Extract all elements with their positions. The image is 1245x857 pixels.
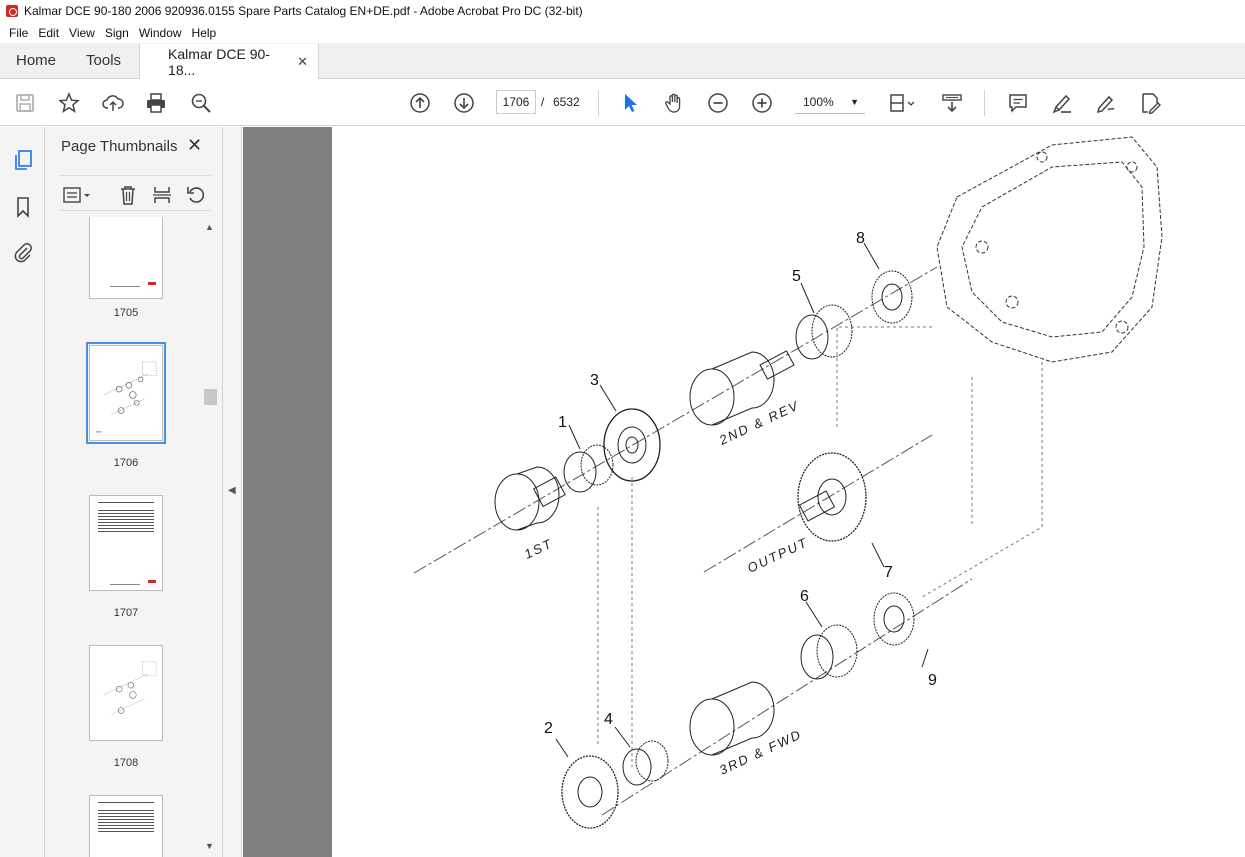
callout-7: 7	[884, 564, 893, 581]
document-viewport: 1 2 3 4 5 6 7 8 9 1ST 2ND & REV OUTPUT 3…	[243, 127, 1245, 857]
thumbnail-list: 1705 1706 1707	[45, 217, 205, 857]
panel-collapse-handle[interactable]: ◀	[223, 127, 242, 857]
zoom-value: 100%	[803, 94, 834, 109]
tab-bar: Home Tools Kalmar DCE 90-18... ✕	[0, 43, 1245, 79]
zoom-out-icon[interactable]	[706, 91, 730, 115]
menu-bar: File Edit View Sign Window Help	[0, 22, 1245, 43]
chevron-down-icon: ▼	[850, 96, 859, 107]
thumbnail-page-selected[interactable]	[86, 342, 166, 444]
exploded-gear-drawing: 1 2 3 4 5 6 7 8 9 1ST 2ND & REV OUTPUT 3…	[413, 136, 1163, 829]
label-2nd-rev: 2ND & REV	[716, 398, 802, 449]
next-page-icon[interactable]	[452, 91, 476, 115]
callout-4: 4	[604, 711, 613, 728]
bookmark-icon[interactable]	[11, 195, 35, 219]
print-icon[interactable]	[144, 91, 168, 115]
scrollbar-thumb[interactable]	[204, 389, 217, 405]
edit-pdf-icon[interactable]	[1138, 91, 1162, 115]
chevron-left-icon[interactable]: ◀	[228, 485, 236, 496]
thumbnail-page[interactable]	[89, 795, 163, 857]
left-navigation-rail	[0, 127, 45, 857]
acrobat-icon	[6, 5, 18, 17]
callout-5: 5	[792, 268, 801, 285]
thumbnail-label: 1705	[113, 307, 139, 319]
callout-3: 3	[590, 372, 599, 389]
menu-sign[interactable]: Sign	[104, 25, 129, 40]
tab-close-icon[interactable]: ✕	[297, 53, 309, 69]
delete-page-icon[interactable]	[117, 184, 139, 206]
scroll-mode-icon[interactable]	[940, 91, 964, 115]
label-3rd-fwd: 3RD & FWD	[717, 726, 804, 777]
attachment-icon[interactable]	[11, 240, 35, 264]
highlight-pen-icon[interactable]	[1050, 91, 1074, 115]
tab-tools[interactable]: Tools	[86, 52, 122, 69]
menu-file[interactable]: File	[9, 25, 29, 40]
menu-edit[interactable]: Edit	[38, 25, 60, 40]
menu-view[interactable]: View	[69, 25, 95, 40]
extract-pages-icon[interactable]	[151, 184, 173, 206]
thumbnail-label: 1708	[113, 757, 139, 769]
panel-title: Page Thumbnails	[61, 138, 178, 155]
save-icon[interactable]	[13, 91, 37, 115]
label-1st: 1ST	[522, 536, 555, 562]
rotate-page-icon[interactable]	[185, 184, 207, 206]
tab-home[interactable]: Home	[16, 52, 57, 69]
pdf-page: 1 2 3 4 5 6 7 8 9 1ST 2ND & REV OUTPUT 3…	[332, 127, 1245, 857]
thumbnail-label: 1706	[113, 457, 139, 469]
thumbnail-label: 1707	[113, 607, 139, 619]
panel-toolbar	[59, 175, 211, 211]
scroll-down-icon[interactable]: ▼	[205, 841, 214, 851]
tab-document[interactable]: Kalmar DCE 90-18... ✕	[139, 44, 320, 79]
page-number-input[interactable]: 1706	[496, 90, 536, 114]
callout-2: 2	[544, 720, 553, 737]
thumbnail-page[interactable]	[89, 495, 163, 591]
page-thumbnails-panel: Page Thumbnails ✕ 1705	[45, 127, 223, 857]
main-toolbar: 1706 / 6532 100% ▼	[0, 80, 1245, 126]
comment-icon[interactable]	[1006, 91, 1030, 115]
window-title: Kalmar DCE 90-180 2006 920936.0155 Spare…	[24, 4, 583, 18]
page-total: 6532	[553, 95, 580, 109]
toolbar-divider	[984, 90, 985, 116]
scroll-up-icon[interactable]: ▲	[205, 222, 214, 232]
callout-8: 8	[856, 230, 865, 247]
thumbnail-page[interactable]	[89, 217, 163, 299]
toolbar-divider	[598, 90, 599, 116]
page-thumbnails-icon[interactable]	[11, 148, 35, 172]
hand-tool-icon[interactable]	[662, 91, 686, 115]
page-separator: /	[541, 95, 545, 109]
select-cursor-icon[interactable]	[618, 91, 642, 115]
previous-page-icon[interactable]	[408, 91, 432, 115]
menu-help[interactable]: Help	[191, 25, 217, 40]
page-display-icon[interactable]	[887, 91, 921, 115]
callout-1: 1	[558, 414, 567, 431]
upload-cloud-icon[interactable]	[101, 91, 125, 115]
zoom-select[interactable]: 100% ▼	[795, 90, 865, 114]
sign-icon[interactable]	[1094, 91, 1118, 115]
thumbnail-options-icon[interactable]	[61, 184, 95, 206]
thumbnail-scrollbar[interactable]: ▲ ▼	[202, 217, 218, 857]
label-output: OUTPUT	[745, 534, 811, 575]
menu-window[interactable]: Window	[138, 25, 182, 40]
title-bar: Kalmar DCE 90-180 2006 920936.0155 Spare…	[0, 0, 1245, 22]
zoom-search-icon[interactable]	[189, 91, 213, 115]
callout-9: 9	[928, 672, 937, 689]
star-icon[interactable]	[57, 91, 81, 115]
thumbnail-page[interactable]	[89, 645, 163, 741]
callout-6: 6	[800, 588, 809, 605]
tab-document-label: Kalmar DCE 90-18...	[168, 45, 270, 78]
panel-close-icon[interactable]: ✕	[187, 135, 203, 155]
zoom-in-icon[interactable]	[750, 91, 774, 115]
